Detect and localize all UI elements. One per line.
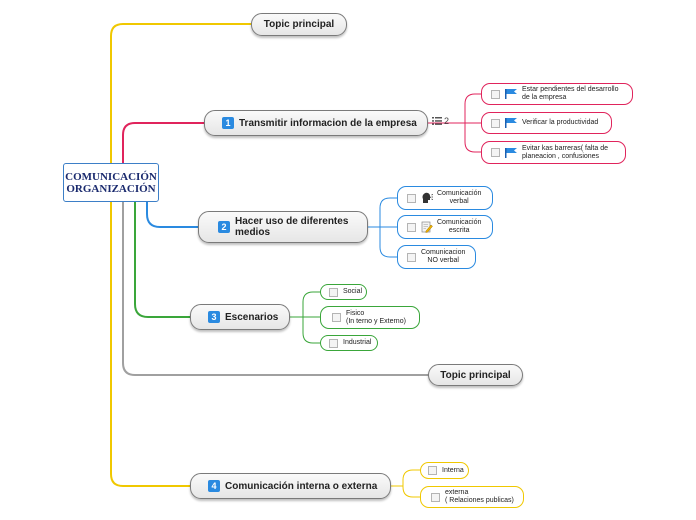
task-checkbox[interactable] bbox=[407, 252, 416, 262]
connector-blue bbox=[146, 202, 199, 228]
connector-blue bbox=[379, 197, 398, 227]
flag-icon bbox=[505, 89, 517, 99]
speaking-head-icon bbox=[422, 192, 433, 203]
topic-label: Transmitir informacion de la empresa bbox=[239, 117, 417, 129]
subtopic-line1: Interna bbox=[442, 466, 464, 474]
task-checkbox[interactable] bbox=[329, 338, 338, 348]
connector-blue bbox=[379, 227, 398, 258]
subtopic-line2: verbal bbox=[449, 198, 469, 205]
task-checkbox[interactable] bbox=[407, 193, 416, 203]
connector-yellow bbox=[110, 23, 252, 163]
connector-yellow bbox=[402, 469, 421, 486]
subtopic[interactable]: Social bbox=[320, 284, 367, 300]
task-checkbox[interactable] bbox=[431, 492, 440, 502]
task-checkbox[interactable] bbox=[329, 287, 338, 297]
subtopic-line1: Industrial bbox=[343, 339, 372, 346]
document-pencil-icon bbox=[421, 221, 433, 233]
topic-escenarios[interactable]: 3 Escenarios bbox=[190, 304, 290, 330]
topic-number-badge: 3 bbox=[208, 311, 220, 323]
subtopic-line2: de la empresa bbox=[522, 94, 567, 101]
connector-pink bbox=[464, 93, 482, 123]
subtopic-line2: planeacion , confusiones bbox=[522, 152, 600, 160]
subtopic-line1: externa bbox=[445, 489, 469, 496]
connector-green bbox=[302, 291, 321, 317]
task-checkbox[interactable] bbox=[491, 148, 500, 157]
subtopic-line1: Comunicación bbox=[437, 190, 482, 197]
collapsed-children-count[interactable]: 2 bbox=[432, 116, 449, 126]
task-checkbox[interactable] bbox=[332, 313, 341, 322]
topic-label-line1: Hacer uso de diferentes bbox=[235, 216, 349, 227]
connector-yellow bbox=[402, 486, 421, 498]
topic-label-line2: medios bbox=[235, 227, 271, 238]
connector-green bbox=[134, 202, 191, 318]
subtopic-line1: Social bbox=[343, 288, 363, 295]
connector-green bbox=[302, 317, 321, 344]
floating-topic[interactable]: Topic principal bbox=[251, 13, 347, 36]
list-icon bbox=[432, 117, 442, 125]
subtopic[interactable]: externa( Relaciones publicas) bbox=[420, 486, 524, 508]
topic-comunicacion-interna-externa[interactable]: 4 Comunicación interna o externa bbox=[190, 473, 391, 499]
connector-yellow bbox=[110, 202, 191, 487]
subtopic-line2: NO verbal bbox=[427, 257, 459, 264]
subtopic-line2: escrita bbox=[448, 227, 470, 234]
topic-label: Comunicación interna o externa bbox=[225, 480, 378, 492]
floating-topic-label: Topic principal bbox=[440, 369, 511, 381]
subtopic-line1: Verificar la productividad bbox=[522, 119, 599, 126]
subtopic[interactable]: Fisico(In terno y Externo) bbox=[320, 306, 420, 329]
topic-number-badge: 2 bbox=[218, 221, 230, 233]
subtopic-line1: Evitar kas barreras( falta de bbox=[522, 144, 608, 152]
topic-label: Escenarios bbox=[225, 311, 279, 323]
collapsed-count-value: 2 bbox=[444, 116, 450, 126]
task-checkbox[interactable] bbox=[407, 222, 416, 232]
subtopic-line2: ( Relaciones publicas) bbox=[445, 497, 514, 504]
central-topic-line2: ORGANIZACIÓN bbox=[66, 182, 156, 195]
central-topic-line1: COMUNICACIÓN bbox=[65, 170, 157, 183]
flag-icon bbox=[505, 118, 517, 128]
subtopic[interactable]: Interna bbox=[420, 462, 469, 479]
connector-pink bbox=[464, 123, 482, 153]
subtopic-line1: Fisico bbox=[346, 309, 365, 317]
central-topic[interactable]: COMUNICACIÓN ORGANIZACIÓN bbox=[63, 163, 159, 202]
flag-icon bbox=[505, 147, 517, 158]
floating-topic[interactable]: Topic principal bbox=[428, 364, 523, 386]
task-checkbox[interactable] bbox=[428, 466, 437, 475]
topic-transmitir-informacion[interactable]: 1 Transmitir informacion de la empresa bbox=[204, 110, 428, 136]
subtopic-line1: Estar pendientes del desarrollo bbox=[522, 86, 619, 93]
topic-number-badge: 4 bbox=[208, 480, 220, 492]
subtopic[interactable]: Industrial bbox=[320, 335, 378, 351]
topic-number-badge: 1 bbox=[222, 117, 234, 129]
task-checkbox[interactable] bbox=[491, 118, 500, 128]
subtopic-line2: (In terno y Externo) bbox=[346, 317, 406, 325]
subtopic-line1: Comunicacion bbox=[421, 249, 466, 256]
floating-topic-label: Topic principal bbox=[263, 19, 335, 30]
connector-pink bbox=[122, 122, 205, 163]
task-checkbox[interactable] bbox=[491, 89, 500, 99]
connector-grey bbox=[122, 202, 429, 376]
subtopic-line1: Comunicación bbox=[437, 219, 482, 226]
subtopic[interactable]: Verificar la productividad bbox=[481, 112, 612, 134]
